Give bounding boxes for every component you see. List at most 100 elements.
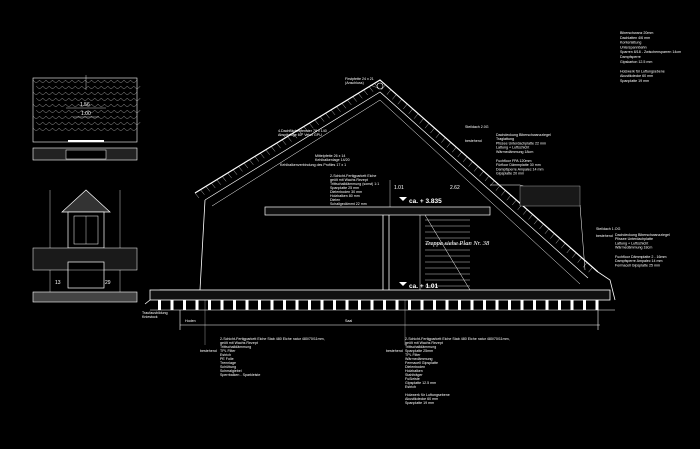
tile-hatch bbox=[512, 199, 517, 206]
joist bbox=[470, 300, 474, 310]
tile bbox=[78, 79, 86, 83]
interior-notes: 4.Dachflächenfenster 78 x 140Abspitzfuge… bbox=[278, 129, 379, 206]
note-line: Wärmedämmung bbox=[405, 357, 433, 361]
note-line: Lattung + Luftschicht bbox=[496, 146, 529, 150]
interior-note: Holzbalken 80 mm bbox=[330, 194, 360, 198]
tile bbox=[52, 127, 60, 131]
tile-hatch bbox=[539, 223, 544, 230]
joist bbox=[558, 300, 561, 310]
tile bbox=[52, 79, 60, 83]
tile-hatch bbox=[363, 89, 368, 96]
tile-hatch bbox=[227, 172, 232, 179]
tile-hatch bbox=[473, 166, 479, 172]
tile-hatch bbox=[561, 243, 566, 249]
tile-hatch bbox=[441, 137, 446, 143]
tile-hatch bbox=[501, 190, 506, 196]
tile bbox=[104, 127, 112, 131]
note-line: Spanplatte 25mm bbox=[405, 349, 433, 353]
staircase bbox=[424, 214, 471, 291]
note-line: Dachdeckung Biberschwanzziegel bbox=[496, 133, 551, 137]
tile bbox=[45, 115, 53, 119]
note-line: Fuchfloor Dämmplatte 2 - 16mm bbox=[615, 255, 667, 259]
note-line: Spanplatte 19 mm bbox=[405, 401, 434, 405]
tile-hatch bbox=[392, 94, 397, 100]
joist bbox=[283, 300, 286, 310]
tile bbox=[91, 103, 99, 107]
tile bbox=[110, 79, 118, 83]
level-upper: ca. + 3.835 bbox=[409, 198, 442, 205]
tile bbox=[71, 79, 79, 83]
tile bbox=[114, 97, 121, 101]
tile bbox=[78, 115, 86, 119]
notes-bottom-right: 2-Schicht-Fertigparkett Eiche Stab 480 E… bbox=[405, 337, 510, 405]
tile-hatch bbox=[303, 126, 308, 132]
joist bbox=[270, 300, 274, 310]
tile-hatch bbox=[424, 123, 430, 129]
tile bbox=[81, 85, 89, 89]
tile-hatch bbox=[232, 169, 238, 175]
interior-note: Dielen bbox=[330, 198, 340, 202]
roof-tile-pattern bbox=[32, 79, 141, 131]
tile bbox=[68, 121, 76, 125]
tile bbox=[36, 85, 43, 89]
note-line: Dachlatten 4/6 mm bbox=[620, 36, 650, 40]
interior-note: Trittschalldämmung (sonst) 1:1 bbox=[330, 182, 379, 186]
roof-outline bbox=[194, 79, 599, 273]
tile bbox=[104, 91, 112, 95]
tile-hatch bbox=[446, 142, 451, 148]
note-line: Trennlage bbox=[220, 361, 236, 365]
tile-hatch bbox=[588, 267, 593, 273]
tile bbox=[91, 91, 99, 95]
note-line: Gipsplatte 12.5 mm bbox=[405, 381, 436, 385]
note-line: Gipsplatte 20 mm bbox=[496, 172, 524, 176]
joist bbox=[570, 300, 574, 310]
note-line: Akustikdecke 60 mm bbox=[405, 397, 438, 401]
tile-hatch bbox=[341, 103, 347, 109]
tile-hatch bbox=[484, 175, 490, 182]
tile bbox=[55, 85, 63, 89]
joist bbox=[358, 300, 361, 310]
tile bbox=[32, 79, 40, 83]
tile bbox=[104, 103, 112, 107]
tile bbox=[71, 127, 79, 131]
note-line: Dachdeckung Biberschwanzziegel bbox=[615, 233, 670, 237]
tile bbox=[62, 121, 69, 125]
tile bbox=[45, 103, 53, 107]
note-line: Schüttung bbox=[220, 365, 236, 369]
note-line: Fuchfloor FPA 120mm bbox=[496, 159, 531, 163]
tile-hatch bbox=[452, 147, 457, 153]
joist bbox=[495, 300, 499, 310]
tile bbox=[84, 127, 92, 131]
joist bbox=[508, 300, 511, 310]
tile-hatch bbox=[358, 93, 363, 99]
note-line: Holzwerk für Luftungsebene bbox=[405, 393, 450, 397]
tile bbox=[78, 91, 86, 95]
tile-hatch bbox=[216, 179, 221, 185]
dormer-detail: 13 29 Traufausbildung Kniestock bbox=[32, 189, 168, 319]
tile-hatch bbox=[495, 185, 501, 191]
joist bbox=[383, 300, 386, 310]
note-line: 2-Schicht-Fertigparkett Eiche Stab 480 E… bbox=[220, 337, 325, 341]
ridge-note: Firstpfette 24 x 21 bbox=[345, 77, 374, 81]
skylight-detail: 1.56 1.00 bbox=[32, 75, 141, 161]
interior-note: 2-Schicht-Fertigparkett Eiche bbox=[330, 174, 376, 178]
stair-stringer bbox=[424, 214, 471, 291]
tile-hatch bbox=[463, 156, 468, 162]
note-line: Konterlattung bbox=[620, 41, 641, 45]
tile bbox=[130, 115, 138, 119]
tile bbox=[117, 115, 125, 119]
note-line: Plissee Unterdachplatte 22 mm bbox=[496, 141, 546, 145]
tile-hatch bbox=[260, 153, 265, 159]
tile bbox=[39, 103, 47, 107]
joist bbox=[258, 300, 261, 310]
building-section: Treppe siehe Plan Nr. 38 Hoden Saal 1.01… bbox=[144, 77, 616, 330]
joist bbox=[433, 300, 436, 310]
tile-hatch bbox=[506, 195, 511, 201]
tile-hatch bbox=[386, 89, 392, 95]
floor-label: Hoden bbox=[185, 319, 196, 323]
dim-inner-label: 1.00 bbox=[81, 111, 91, 117]
